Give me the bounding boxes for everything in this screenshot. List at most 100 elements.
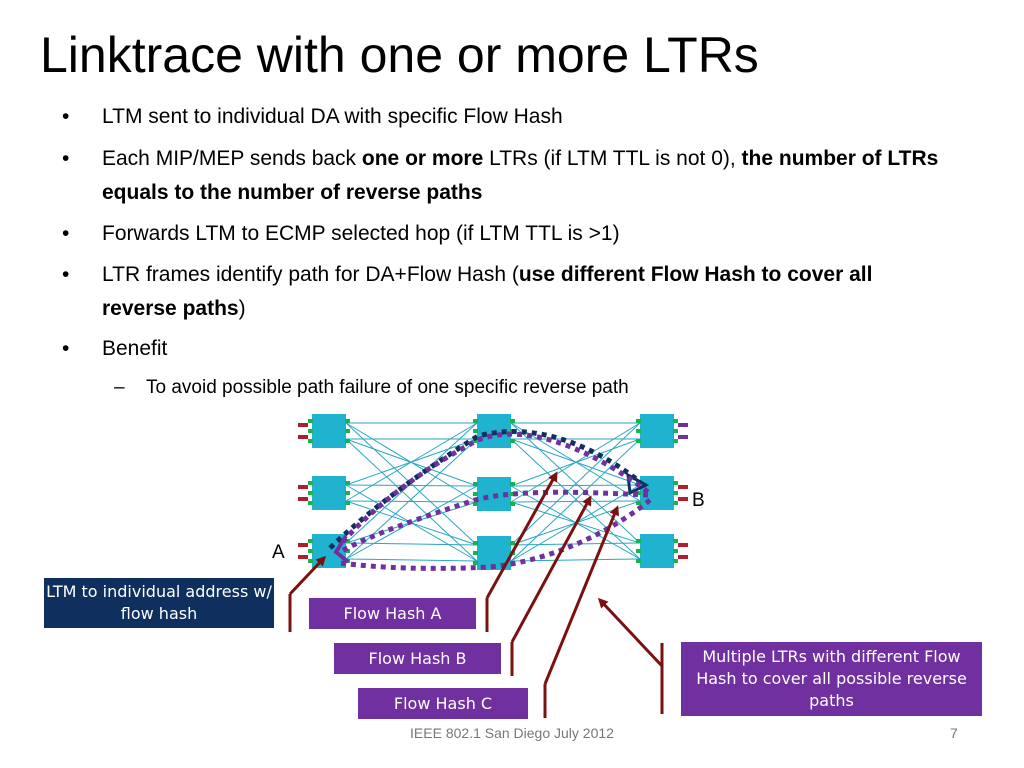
multiple-ltrs-callout-box: Multiple LTRs with different Flow Hash t… [681, 642, 982, 716]
flow-hash-c-box: Flow Hash C [358, 688, 528, 719]
ltm-path-arrowhead [626, 472, 650, 496]
mesh-link [345, 422, 478, 502]
mesh-link [345, 438, 478, 562]
port-right [673, 559, 678, 563]
page-number: 7 [950, 725, 958, 741]
bullet-text: LTR frames identify path for DA+Flow Has… [102, 258, 942, 326]
node-b-label: B [692, 490, 705, 511]
mesh-link [345, 484, 478, 487]
external-port [678, 555, 688, 559]
slide-title: Linktrace with one or more LTRs [40, 27, 759, 83]
port-right [510, 482, 515, 486]
bullet-marker: • [62, 147, 70, 170]
external-port [298, 543, 308, 547]
port-right [673, 429, 678, 433]
flow-hash-b-box: Flow Hash B [334, 643, 501, 674]
sub-bullet-text: To avoid possible path failure of one sp… [146, 377, 629, 398]
port-right [510, 419, 515, 423]
bullet-text: Benefit [102, 332, 942, 366]
port-left [473, 482, 478, 486]
footer-text: IEEE 802.1 San Diego July 2012 [410, 725, 614, 741]
port-left [473, 561, 478, 565]
bullet-run-bold: use different Flow Hash to cover all rev… [102, 263, 873, 320]
port-right [345, 501, 350, 505]
port-left [308, 491, 313, 495]
port-left [473, 541, 478, 545]
port-left [308, 539, 313, 543]
bullet-text: Forwards LTM to ECMP selected hop (if LT… [102, 217, 942, 251]
port-right [345, 419, 350, 423]
port-left [473, 502, 478, 506]
mesh-link [510, 422, 641, 546]
mesh-link [345, 438, 478, 560]
flow-hash-a-box: Flow Hash A [309, 598, 476, 629]
mesh-link [510, 422, 641, 503]
switch-node [312, 476, 346, 510]
external-port [678, 423, 688, 427]
bullet-run-bold: the number of LTRs equals to the number … [102, 147, 939, 204]
ltr-path-arrowhead [333, 534, 350, 564]
port-left [636, 549, 641, 553]
port-left [636, 419, 641, 423]
port-right [510, 502, 515, 506]
external-port [678, 485, 688, 489]
port-right [510, 439, 515, 443]
port-right [345, 481, 350, 485]
node-a-label: A [272, 542, 285, 563]
bullet-run: Forwards LTM to ECMP selected hop (if LT… [102, 222, 620, 245]
mesh-link [510, 438, 641, 560]
port-right [345, 439, 350, 443]
external-port [298, 435, 308, 439]
external-port [678, 435, 688, 439]
mesh-link [510, 500, 641, 503]
ltm-callout-box: LTM to individual address w/ flow hash [44, 578, 274, 628]
bullet-run: LTR frames identify path for DA+Flow Has… [102, 263, 519, 286]
port-right [510, 541, 515, 545]
port-right [345, 491, 350, 495]
mesh-link [510, 484, 641, 487]
port-right [345, 549, 350, 553]
port-right [673, 539, 678, 543]
port-left [636, 491, 641, 495]
switch-nodes [298, 414, 688, 570]
port-left [308, 439, 313, 443]
flow-c-arrow [543, 505, 619, 685]
port-left [308, 429, 313, 433]
callout-arrows [288, 471, 664, 718]
port-left [473, 419, 478, 423]
ltr-path-flow-b [338, 489, 649, 555]
port-left [308, 549, 313, 553]
port-left [636, 439, 641, 443]
ltr-path-flow-a [338, 431, 650, 547]
bullet-text: LTM sent to individual DA with specific … [102, 100, 942, 134]
bullet-run: ) [238, 297, 246, 320]
bullet-marker: • [62, 337, 70, 360]
port-left [308, 481, 313, 485]
sub-bullet-marker: – [114, 377, 125, 398]
port-left [636, 501, 641, 505]
bullet-text: Each MIP/MEP sends back one or more LTRs… [102, 142, 942, 210]
switch-node [312, 414, 346, 448]
bullet-run: LTM sent to individual DA with specific … [102, 105, 563, 128]
flow-a-arrow [485, 471, 558, 599]
bullet-run: Benefit [102, 337, 168, 360]
external-port [298, 485, 308, 489]
switch-node [640, 414, 674, 448]
bullet-marker: • [62, 222, 70, 245]
port-left [636, 539, 641, 543]
port-left [473, 551, 478, 555]
bullet-run: Each MIP/MEP sends back [102, 147, 362, 170]
port-right [673, 491, 678, 495]
external-port [298, 497, 308, 501]
mesh-link [510, 422, 641, 544]
port-left [308, 501, 313, 505]
port-right [673, 501, 678, 505]
port-left [308, 559, 313, 563]
mesh-link [345, 558, 478, 562]
external-port [298, 423, 308, 427]
flow-b-arrow [510, 495, 592, 643]
port-left [636, 559, 641, 563]
bullet-run: LTRs (if LTM TTL is not 0), [483, 147, 742, 170]
external-port [678, 543, 688, 547]
port-right [673, 549, 678, 553]
